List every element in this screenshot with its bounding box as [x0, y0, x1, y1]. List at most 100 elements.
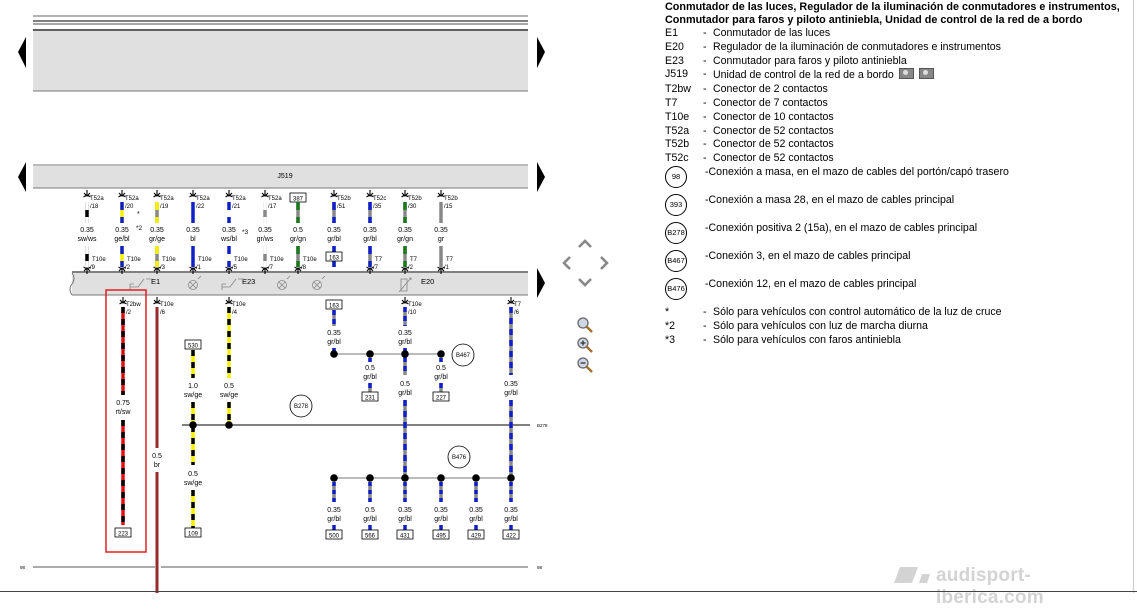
connector-label: T52b [444, 196, 458, 202]
wire-size: 1.0 [188, 383, 198, 390]
wiring-diagram[interactable]: J519 E1 E23 E20 T52a/180.35sw/wsT10e/9T5… [0, 0, 560, 593]
pin-arrow-icon [261, 267, 269, 272]
connector-label: T7 [514, 302, 522, 308]
wire-size: 0.35 [398, 227, 412, 234]
legend-key: T2bw [665, 83, 691, 96]
pin-arrow-icon [366, 190, 374, 198]
junction-dot [366, 350, 374, 358]
scroll-right-arrow-mid[interactable] [537, 162, 545, 192]
lower-circuit: T2bw/20.75rt/sw223T10e/60.5br5301.0sw/ge… [20, 289, 548, 593]
scrollbar-edge[interactable] [1133, 0, 1137, 593]
terminal-box [184, 527, 202, 538]
pin-label: /4 [232, 310, 238, 316]
pan-up-button[interactable] [576, 235, 594, 253]
rail-label: B278 [537, 423, 548, 428]
terminal-label: 163 [329, 256, 340, 262]
legend-desc: Conexión a masa, en el mazo de cables de… [708, 165, 1009, 178]
junction-dot [330, 474, 338, 482]
pin-arrow-icon [118, 190, 126, 198]
connection-circle-icon: B476 [665, 277, 687, 300]
wire-color: gr/bl [469, 516, 483, 523]
zoom-out-button[interactable] [576, 356, 594, 374]
legend-key: E23 [665, 54, 684, 67]
terminal-box [114, 527, 132, 538]
pin-label: /8 [301, 265, 307, 271]
bottom-border [0, 591, 1137, 592]
marker-2: *2 [136, 225, 143, 232]
legend-desc: Sólo para vehículos con control automáti… [713, 305, 1002, 318]
legend-desc: Conector de 52 contactos [713, 124, 834, 137]
connector-label: T7 [375, 257, 383, 263]
terminal-box [432, 529, 450, 540]
terminal-box [361, 529, 379, 540]
wire-color: gr/bl [327, 339, 341, 346]
terminal-label: 223 [118, 532, 129, 538]
legend-dash: - [703, 138, 707, 151]
legend-dash: - [703, 68, 707, 81]
wire-size: 0.35 [398, 507, 412, 514]
connection-circle-icon: 98 [665, 165, 687, 188]
junction-dot [401, 350, 409, 358]
connector-label: T52a [268, 196, 282, 202]
legend-key: T52c [665, 152, 689, 165]
zoom-in-icon [577, 337, 593, 353]
pin-label: /9 [90, 265, 96, 271]
pin-label: /22 [196, 204, 205, 210]
pin-arrow-icon [119, 297, 127, 305]
wire-color: gr/ws [257, 236, 274, 243]
legend-dash: - [703, 27, 707, 39]
camera-icon[interactable] [898, 68, 914, 80]
connection-circle-icon: B467 [665, 249, 687, 272]
pin-label: /15 [444, 204, 453, 210]
wire-size: 0.35 [434, 507, 448, 514]
switch-bar: E1 E23 E20 [69, 271, 528, 296]
legend-notes: *-Sólo para vehículos con control automá… [665, 306, 1135, 347]
legend-item: T10e-Conector de 10 contactos [665, 111, 1135, 125]
connection-point [451, 343, 475, 367]
pan-left-button[interactable] [558, 254, 576, 272]
wire-size: 0.35 [222, 227, 236, 234]
lamp-icon [188, 275, 326, 290]
terminal-box [396, 529, 414, 540]
legend-key: J519 [665, 68, 688, 81]
pin-arrow-icon [225, 190, 233, 198]
terminal-label: 227 [436, 396, 447, 402]
terminal-label: 566 [365, 534, 376, 540]
scroll-right-arrow-bottom[interactable] [537, 268, 545, 298]
scroll-left-arrow-top[interactable] [18, 37, 26, 68]
legend-dash: - [703, 110, 707, 123]
ground-label: 98 [537, 565, 543, 570]
legend-key: *3 [665, 333, 676, 346]
terminal-label: 231 [365, 396, 376, 402]
camera-icon[interactable] [918, 68, 934, 80]
legend-key: T7 [665, 96, 678, 109]
pin-label: /19 [160, 204, 169, 210]
wire-size: 0.35 [398, 330, 412, 337]
connector-label: T10e [232, 302, 246, 308]
terminal-label: 495 [436, 534, 447, 540]
connector-label: T52a [90, 196, 104, 202]
connector-label: T7 [446, 257, 454, 263]
pin-label: /1 [444, 265, 450, 271]
legend-connection-item: 393-Conexión a masa 28, en el mazo de ca… [665, 193, 1135, 222]
connector-label: T10e [234, 257, 248, 263]
legend-dash: - [703, 40, 707, 53]
wire-size: 0.35 [115, 227, 129, 234]
pin-label: /2 [125, 265, 131, 271]
wire-color: ws/bl [220, 236, 237, 243]
pan-down-button[interactable] [576, 273, 594, 291]
pin-arrow-icon [118, 267, 126, 272]
wire-size: 0.5 [188, 471, 198, 478]
pan-right-button[interactable] [595, 254, 613, 272]
zoom-fit-button[interactable] [576, 316, 594, 334]
legend-dash: - [703, 333, 707, 346]
zoom-in-button[interactable] [576, 336, 594, 354]
legend-connection-item: B476-Conexión 12, en el mazo de cables p… [665, 277, 1135, 306]
connector-label: T52a [232, 196, 246, 202]
scroll-right-arrow-top[interactable] [537, 37, 545, 68]
scroll-left-arrow-mid[interactable] [18, 162, 26, 192]
